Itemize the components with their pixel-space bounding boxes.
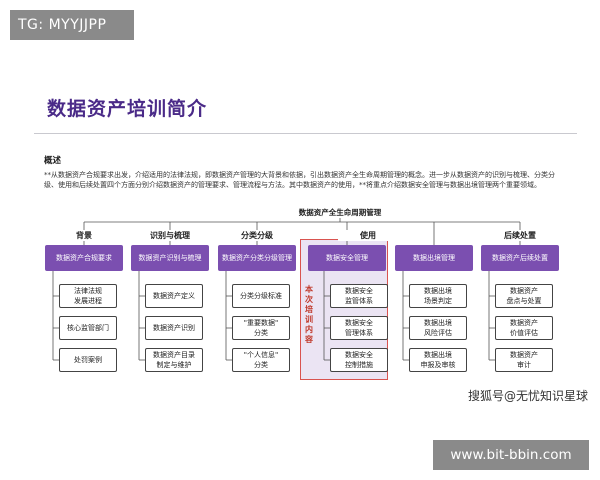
sub-item-box: 数据安全 控制措施 bbox=[330, 348, 388, 372]
watermark-text: 搜狐号@无忧知识星球 bbox=[468, 389, 589, 403]
column-head-box: 数据资产识别与梳理 bbox=[131, 245, 209, 271]
sub-item-box: 分类分级标准 bbox=[232, 284, 290, 308]
sub-item-box: 数据出境 场景判定 bbox=[409, 284, 467, 308]
column-label: 后续处置 bbox=[481, 230, 559, 241]
column-head-box: 数据资产后续处置 bbox=[481, 245, 559, 271]
root-node: 数据资产全生命周期管理 bbox=[298, 208, 382, 217]
bottom-right-tag: www.bit-bbin.com bbox=[433, 440, 589, 470]
column-label: 使用 bbox=[338, 230, 398, 241]
page-title: 数据资产培训简介 bbox=[47, 98, 208, 120]
sub-item-box: 数据安全 管理体系 bbox=[330, 316, 388, 340]
sub-item-box: 数据资产 价值评估 bbox=[495, 316, 553, 340]
top-left-tag: TG: MYYJJPP bbox=[10, 10, 134, 40]
column-head-box: 数据资产分类分级管理 bbox=[218, 245, 296, 271]
column-label: 识别与梳理 bbox=[131, 230, 209, 241]
column-label: 分类分级 bbox=[218, 230, 296, 241]
overview-label: 概述 bbox=[44, 156, 62, 166]
sub-item-box: 数据资产定义 bbox=[145, 284, 203, 308]
sub-item-box: "个人信息" 分类 bbox=[232, 348, 290, 372]
sub-item-box: "重要数据" 分类 bbox=[232, 316, 290, 340]
sub-item-box: 法律法规 发展进程 bbox=[59, 284, 117, 308]
sub-item-box: 数据安全 监管体系 bbox=[330, 284, 388, 308]
sub-item-box: 数据资产 审计 bbox=[495, 348, 553, 372]
column-head-box: 数据出境管理 bbox=[395, 245, 473, 271]
column-head-box: 数据资产合规要求 bbox=[45, 245, 123, 271]
title-divider bbox=[34, 133, 577, 134]
sub-item-box: 数据资产识别 bbox=[145, 316, 203, 340]
overview-text: **从数据资产合规要求出发，介绍适用的法律法规，即数据资产管理的大背景和依据，引… bbox=[44, 171, 555, 189]
sub-item-box: 数据出境 风险评估 bbox=[409, 316, 467, 340]
highlight-vertical-text: 本次培训内容 bbox=[305, 285, 313, 344]
column-label: 背景 bbox=[45, 230, 123, 241]
sub-item-box: 处罚案例 bbox=[59, 348, 117, 372]
sub-item-box: 数据资产 盘点与处置 bbox=[495, 284, 553, 308]
column-head-box: 数据安全管理 bbox=[308, 245, 386, 271]
sub-item-box: 核心监管部门 bbox=[59, 316, 117, 340]
sub-item-box: 数据出境 申报及审核 bbox=[409, 348, 467, 372]
sub-item-box: 数据资产目录 制定与维护 bbox=[145, 348, 203, 372]
